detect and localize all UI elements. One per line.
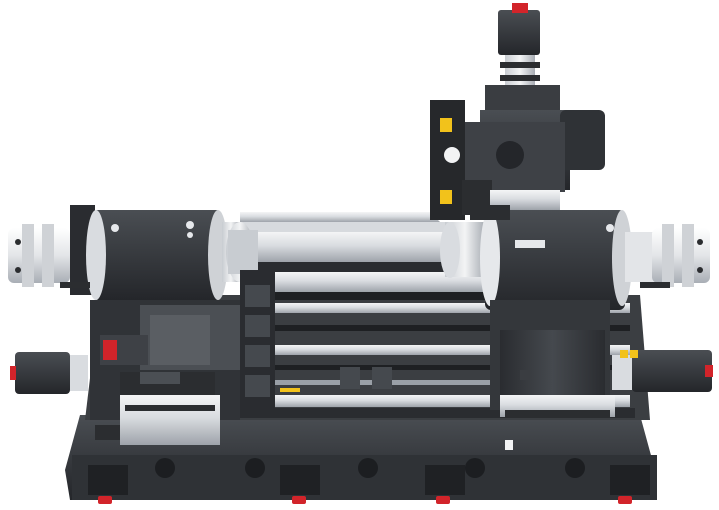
sub-spindle-carriage — [490, 300, 713, 418]
upper-cross-slide — [235, 212, 495, 300]
upper-milling-turret — [430, 3, 605, 220]
main-spindle-head — [8, 205, 258, 300]
sub-spindle-head — [440, 210, 710, 310]
left-servo-motor — [10, 352, 88, 394]
lower-left-turret-slide — [90, 270, 275, 445]
